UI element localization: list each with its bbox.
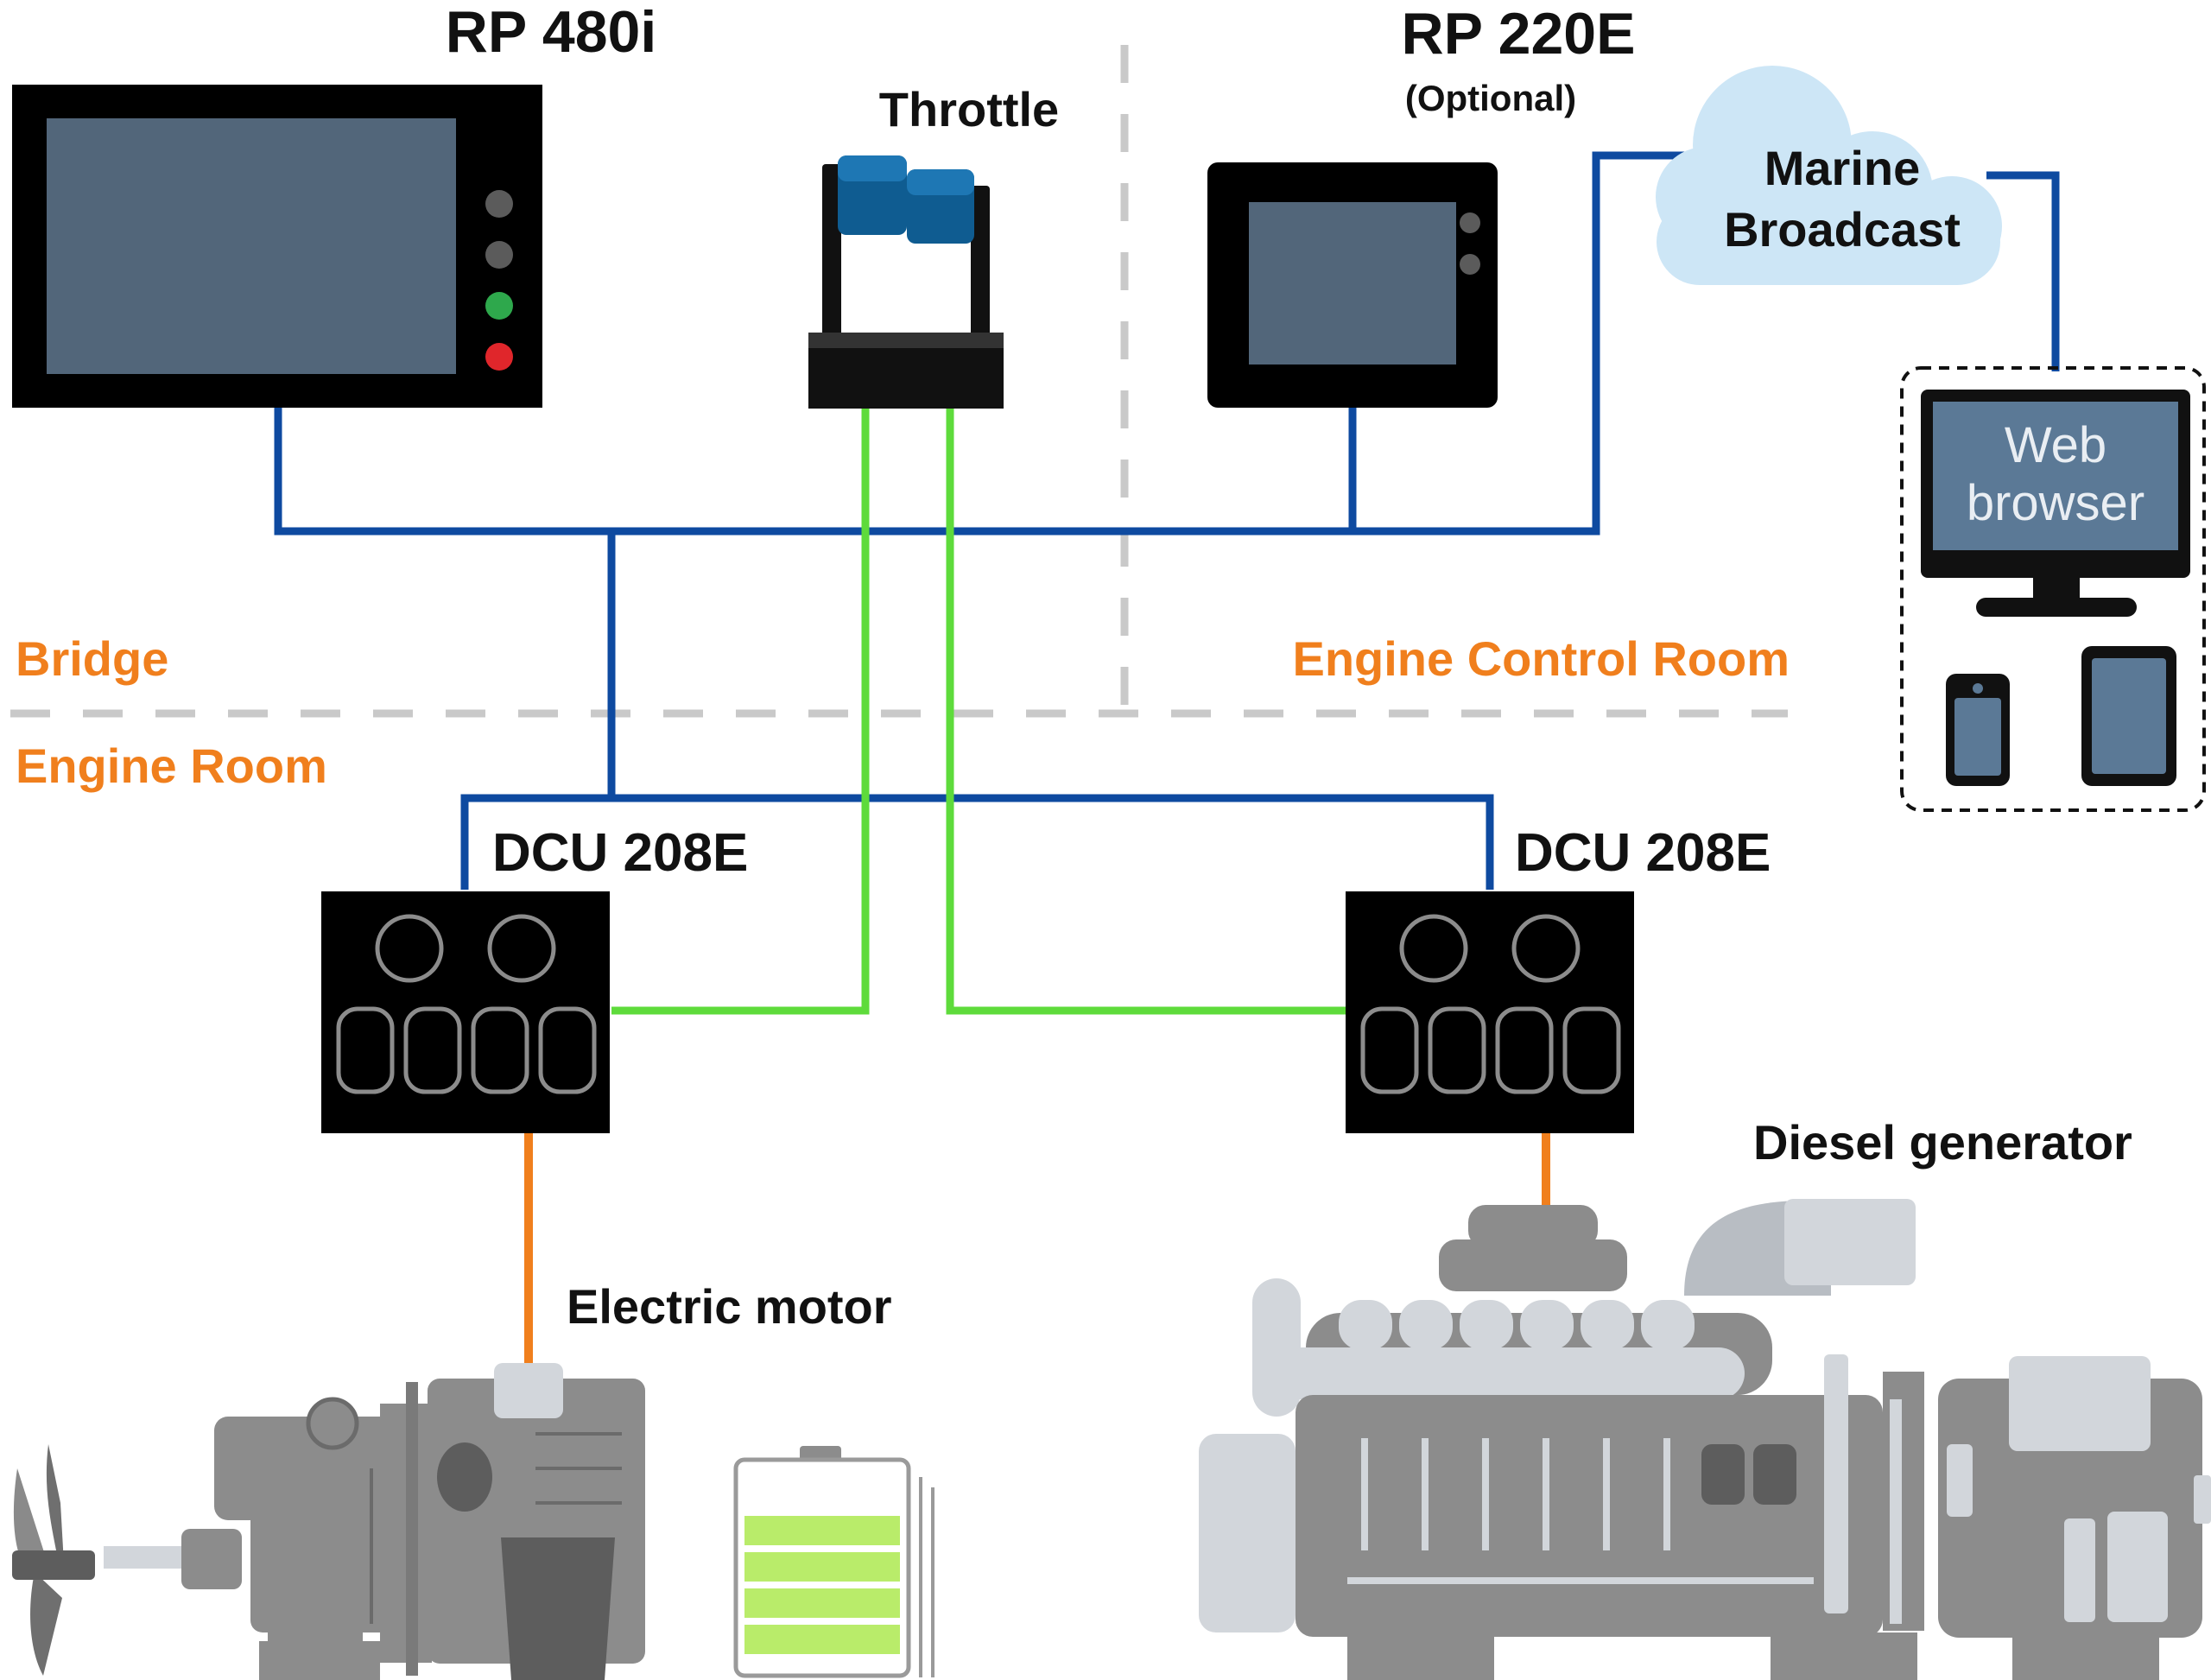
throttle-icon <box>808 155 1004 409</box>
phone-icon <box>1946 674 2010 786</box>
power-lines <box>524 1133 1550 1365</box>
rp480i-label: RP 480i <box>446 0 656 65</box>
rp220e-label: RP 220E <box>1402 1 1636 67</box>
diesel-generator-label: Diesel generator <box>1753 1115 2132 1170</box>
throttle-label: Throttle <box>879 82 1059 136</box>
web-access-devices <box>1900 366 2206 812</box>
web-browser-label-line2: browser <box>1967 475 2144 531</box>
monitor-icon <box>1921 390 2190 617</box>
electric-motor-icon <box>12 1363 645 1680</box>
rp480i-display <box>12 85 542 408</box>
dcu-icon <box>321 891 610 1133</box>
dcu-right-label: DCU 208E <box>1515 823 1771 883</box>
throttle-signal-lines <box>611 406 1346 1015</box>
dcu-left <box>321 891 610 1133</box>
cloud-label-line2: Broadcast <box>1724 202 1961 257</box>
cloud-icon <box>1656 66 2002 285</box>
network-bus <box>274 151 2060 890</box>
diesel-generator-icon <box>1199 1199 2211 1680</box>
tablet-icon <box>2081 646 2176 786</box>
dcu-left-label: DCU 208E <box>492 823 748 883</box>
rp220e-optional-note: (Optional) <box>1405 78 1576 118</box>
zone-label-engine-room: Engine Room <box>16 739 327 793</box>
dcu-right <box>1346 891 1634 1133</box>
zone-label-engine-control-room: Engine Control Room <box>1292 631 1790 686</box>
battery-icon <box>733 1446 934 1678</box>
zone-label-bridge: Bridge <box>16 631 168 686</box>
dcu-icon <box>1346 891 1634 1133</box>
rp220e-display <box>1207 162 1498 408</box>
web-browser-label-line1: Web <box>2005 417 2106 473</box>
electric-motor-label: Electric motor <box>567 1279 892 1334</box>
cloud-label-line1: Marine <box>1764 141 1921 195</box>
